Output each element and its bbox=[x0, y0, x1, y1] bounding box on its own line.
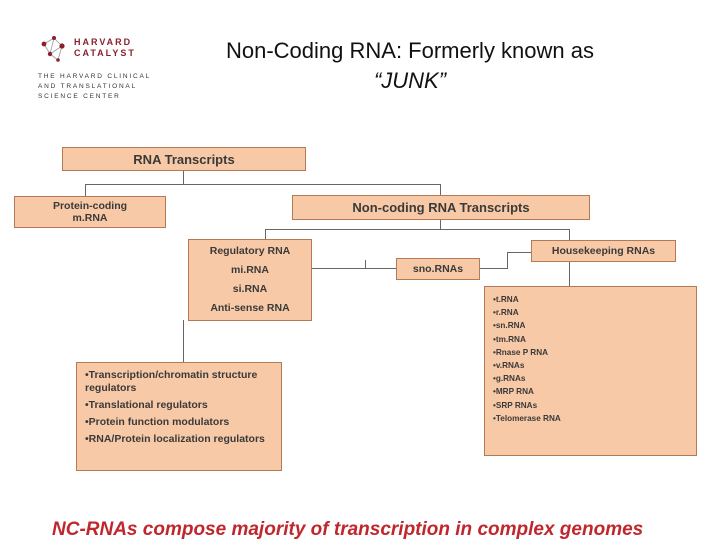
housekeeping-item: •tm.RNA bbox=[493, 334, 526, 344]
connector-line bbox=[183, 170, 184, 185]
logo-word-harvard: HARVARD bbox=[74, 37, 133, 47]
housekeeping-item: •MRP RNA bbox=[493, 387, 534, 397]
connector-line bbox=[365, 260, 366, 269]
connector-line bbox=[183, 320, 184, 362]
housekeeping-label: Housekeeping RNAs bbox=[551, 245, 656, 257]
connector-line bbox=[265, 229, 266, 240]
housekeeping-item: •r.RNA bbox=[493, 308, 519, 318]
footer-statement: NC-RNAs compose majority of transcriptio… bbox=[52, 519, 644, 540]
housekeeping-rnas-box: Housekeeping RNAs bbox=[531, 240, 676, 262]
regulatory-item: si.RNA bbox=[232, 283, 268, 295]
housekeeping-list-box: •t.RNA •r.RNA •sn.RNA •tm.RNA •Rnase P R… bbox=[484, 286, 697, 456]
function-item: •Protein function modulators bbox=[85, 416, 230, 428]
harvard-catalyst-logo: HARVARD CATALYST THE HARVARD CLINICAL AN… bbox=[38, 34, 152, 104]
protein-coding-label: Protein-coding bbox=[52, 200, 128, 212]
rna-transcripts-box: RNA Transcripts bbox=[62, 147, 306, 171]
regulatory-rna-box: Regulatory RNA mi.RNA si.RNA Anti-sense … bbox=[188, 239, 312, 321]
function-item: •Translational regulators bbox=[85, 399, 208, 411]
logo-subtitle-line: THE HARVARD CLINICAL bbox=[38, 73, 152, 80]
slide-title: Non-Coding RNA: Formerly known as “JUNK” bbox=[150, 36, 670, 96]
connector-line bbox=[440, 184, 441, 196]
connector-line bbox=[569, 229, 570, 241]
connector-line bbox=[480, 268, 508, 269]
function-item: •Transcription/chromatin structure regul… bbox=[85, 369, 258, 394]
snorna-label: sno.RNAs bbox=[412, 263, 464, 275]
housekeeping-item: •t.RNA bbox=[493, 295, 519, 304]
housekeeping-item: •g.RNAs bbox=[493, 374, 526, 384]
title-line-1: Non-Coding RNA: Formerly known as bbox=[225, 38, 595, 63]
logo-word-catalyst: CATALYST bbox=[74, 48, 136, 58]
regulatory-item: Anti-sense RNA bbox=[210, 302, 290, 314]
housekeeping-item: •v.RNAs bbox=[493, 361, 525, 371]
housekeeping-item: •SRP RNAs bbox=[493, 400, 538, 410]
regulatory-functions-box: •Transcription/chromatin structure regul… bbox=[76, 362, 282, 471]
connector-line bbox=[85, 184, 441, 185]
snorna-box: sno.RNAs bbox=[396, 258, 480, 280]
noncoding-transcripts-box: Non-coding RNA Transcripts bbox=[292, 195, 590, 220]
housekeeping-item: •Telomerase RNA bbox=[493, 413, 561, 423]
connector-line bbox=[312, 268, 366, 269]
housekeeping-item: •sn.RNA bbox=[493, 321, 526, 331]
protein-coding-label: m.RNA bbox=[72, 212, 108, 224]
logo-subtitle-line: AND TRANSLATIONAL bbox=[38, 83, 137, 90]
connector-line bbox=[265, 229, 570, 230]
connector-line bbox=[507, 252, 531, 253]
connector-line bbox=[440, 219, 441, 230]
function-item: •RNA/Protein localization regulators bbox=[85, 433, 265, 445]
connector-line bbox=[569, 261, 570, 287]
title-line-2: “JUNK” bbox=[373, 68, 447, 93]
logo-subtitle-line: SCIENCE CENTER bbox=[38, 93, 121, 100]
regulatory-item: Regulatory RNA bbox=[209, 245, 291, 257]
noncoding-transcripts-label: Non-coding RNA Transcripts bbox=[352, 200, 530, 215]
connector-line bbox=[365, 268, 397, 269]
network-logo-icon bbox=[41, 36, 65, 62]
rna-transcripts-label: RNA Transcripts bbox=[133, 151, 235, 167]
connector-line bbox=[85, 184, 86, 197]
protein-coding-box: Protein-coding m.RNA bbox=[14, 196, 166, 228]
connector-line bbox=[507, 252, 508, 269]
housekeeping-item: •Rnase P RNA bbox=[493, 347, 549, 357]
regulatory-item: mi.RNA bbox=[231, 264, 269, 276]
